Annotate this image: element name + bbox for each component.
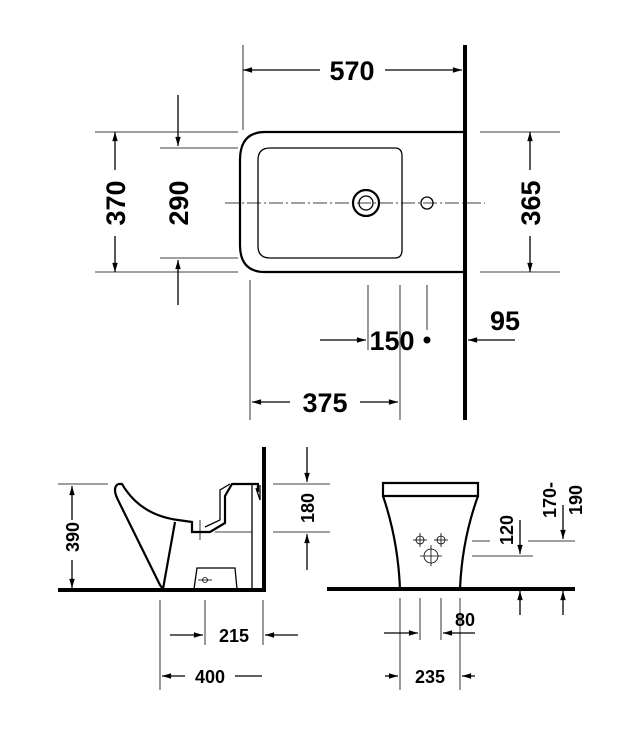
dim-150: 150: [369, 326, 414, 356]
dim-95: 95: [490, 306, 520, 336]
dim-215: 215: [219, 626, 249, 646]
dim-180: 180: [298, 493, 318, 523]
dim-190: 190: [566, 485, 586, 515]
dim-235: 235: [415, 667, 445, 687]
bidet-rim-front: [381, 481, 480, 498]
reference-dot: [423, 336, 431, 344]
bidet-body-front: [381, 495, 480, 590]
overflow-hole-icon: [420, 196, 434, 210]
dim-365: 365: [516, 180, 546, 225]
fixing-holes-icon: [413, 533, 448, 566]
dim-370: 370: [101, 180, 131, 225]
dim-570: 570: [329, 56, 374, 86]
front-view: 120 170- 190 80 235: [327, 481, 586, 690]
dim-170: 170-: [540, 482, 560, 518]
basin-outline: [257, 147, 403, 259]
top-view: 570 370 290 365 150 95 375: [95, 45, 560, 420]
dim-375: 375: [302, 388, 347, 418]
dim-80: 80: [455, 610, 475, 630]
dim-290: 290: [164, 180, 194, 225]
dim-120: 120: [497, 515, 517, 545]
bidet-outline-side: [113, 482, 260, 592]
side-view: 390 180 215 400: [58, 447, 330, 690]
bidet-outline-top: [238, 130, 465, 274]
dim-400: 400: [195, 667, 225, 687]
tap-hole-icon: [351, 188, 381, 218]
dim-390: 390: [63, 522, 83, 552]
floor-fixing: [193, 567, 238, 590]
